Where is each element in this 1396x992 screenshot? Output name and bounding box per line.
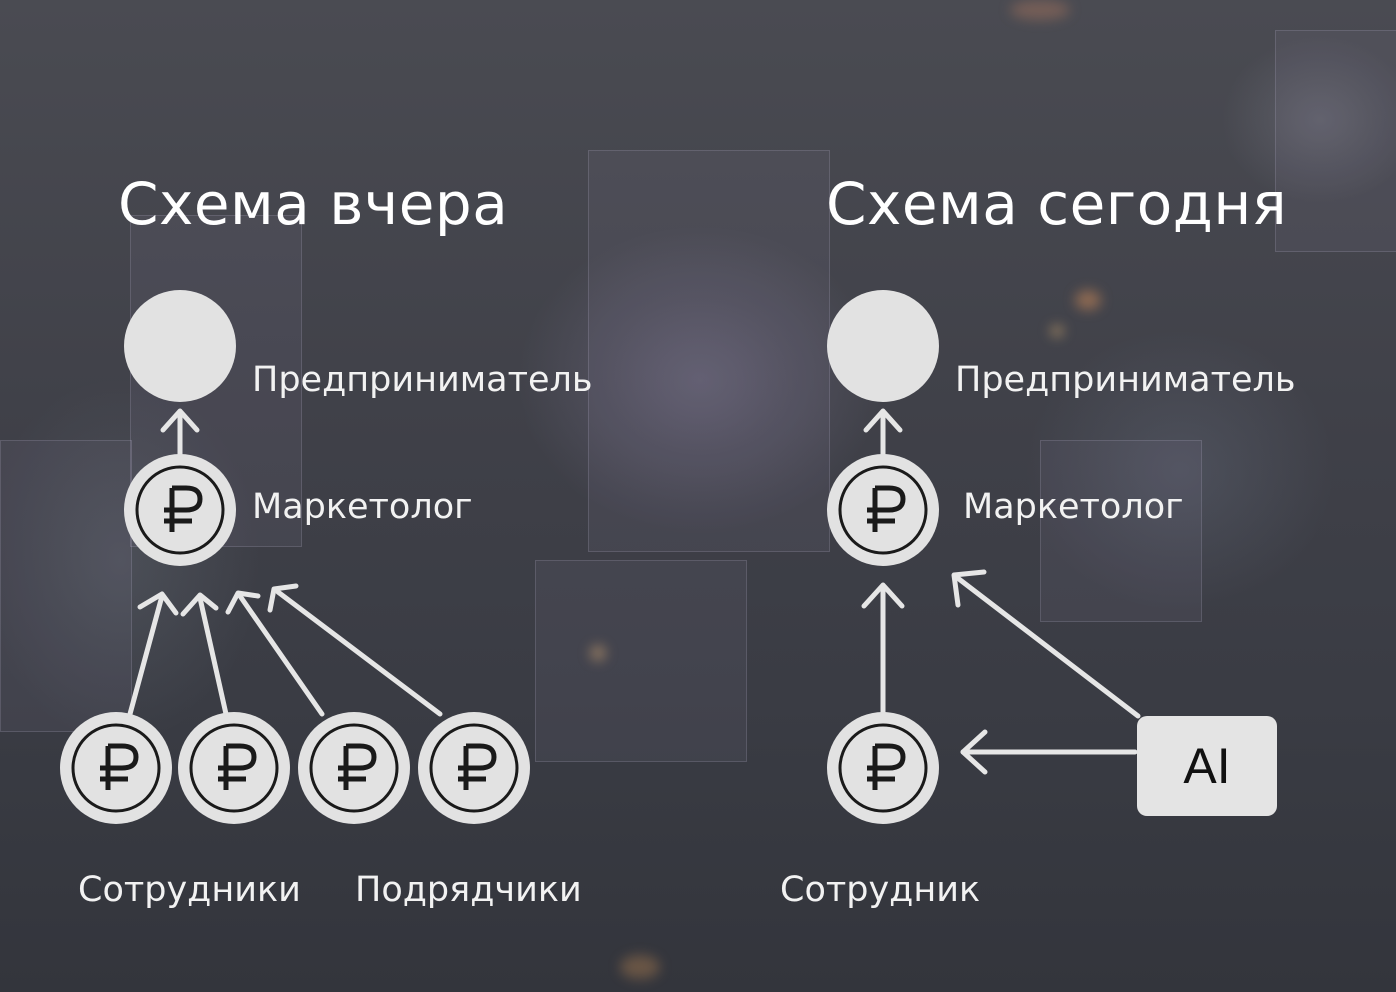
person-circle-icon	[827, 290, 939, 402]
arrow-employee-to-marketer	[864, 585, 902, 714]
person-circle-icon	[124, 290, 236, 402]
employee-node	[827, 712, 939, 824]
right-title: Схема сегодня	[826, 170, 1287, 238]
arrow-ai-to-marketer	[954, 572, 1138, 716]
left-marketer-label: Маркетолог	[252, 487, 473, 527]
employee-node	[178, 712, 290, 824]
contractor-node	[418, 712, 530, 824]
left-title: Схема вчера	[118, 170, 508, 238]
arrow-marketer-to-owner	[163, 411, 197, 455]
employee-node	[60, 712, 172, 824]
ai-label: AI	[1183, 737, 1230, 795]
marketer-node	[827, 454, 939, 566]
marketer-node	[124, 454, 236, 566]
contractors-label: Подрядчики	[355, 870, 582, 910]
left-owner-label: Предприниматель	[252, 360, 593, 400]
ai-box: AI	[1137, 716, 1277, 816]
arrows-team-to-marketer	[130, 586, 440, 714]
contractor-node	[298, 712, 410, 824]
arrow-marketer-to-owner	[866, 411, 900, 455]
owner-node	[827, 290, 939, 402]
right-marketer-label: Маркетолог	[963, 487, 1184, 527]
employees-label: Сотрудники	[78, 870, 301, 910]
right-owner-label: Предприниматель	[955, 360, 1296, 400]
employee-label: Сотрудник	[780, 870, 980, 910]
owner-node	[124, 290, 236, 402]
arrow-ai-to-employee	[963, 732, 1135, 772]
